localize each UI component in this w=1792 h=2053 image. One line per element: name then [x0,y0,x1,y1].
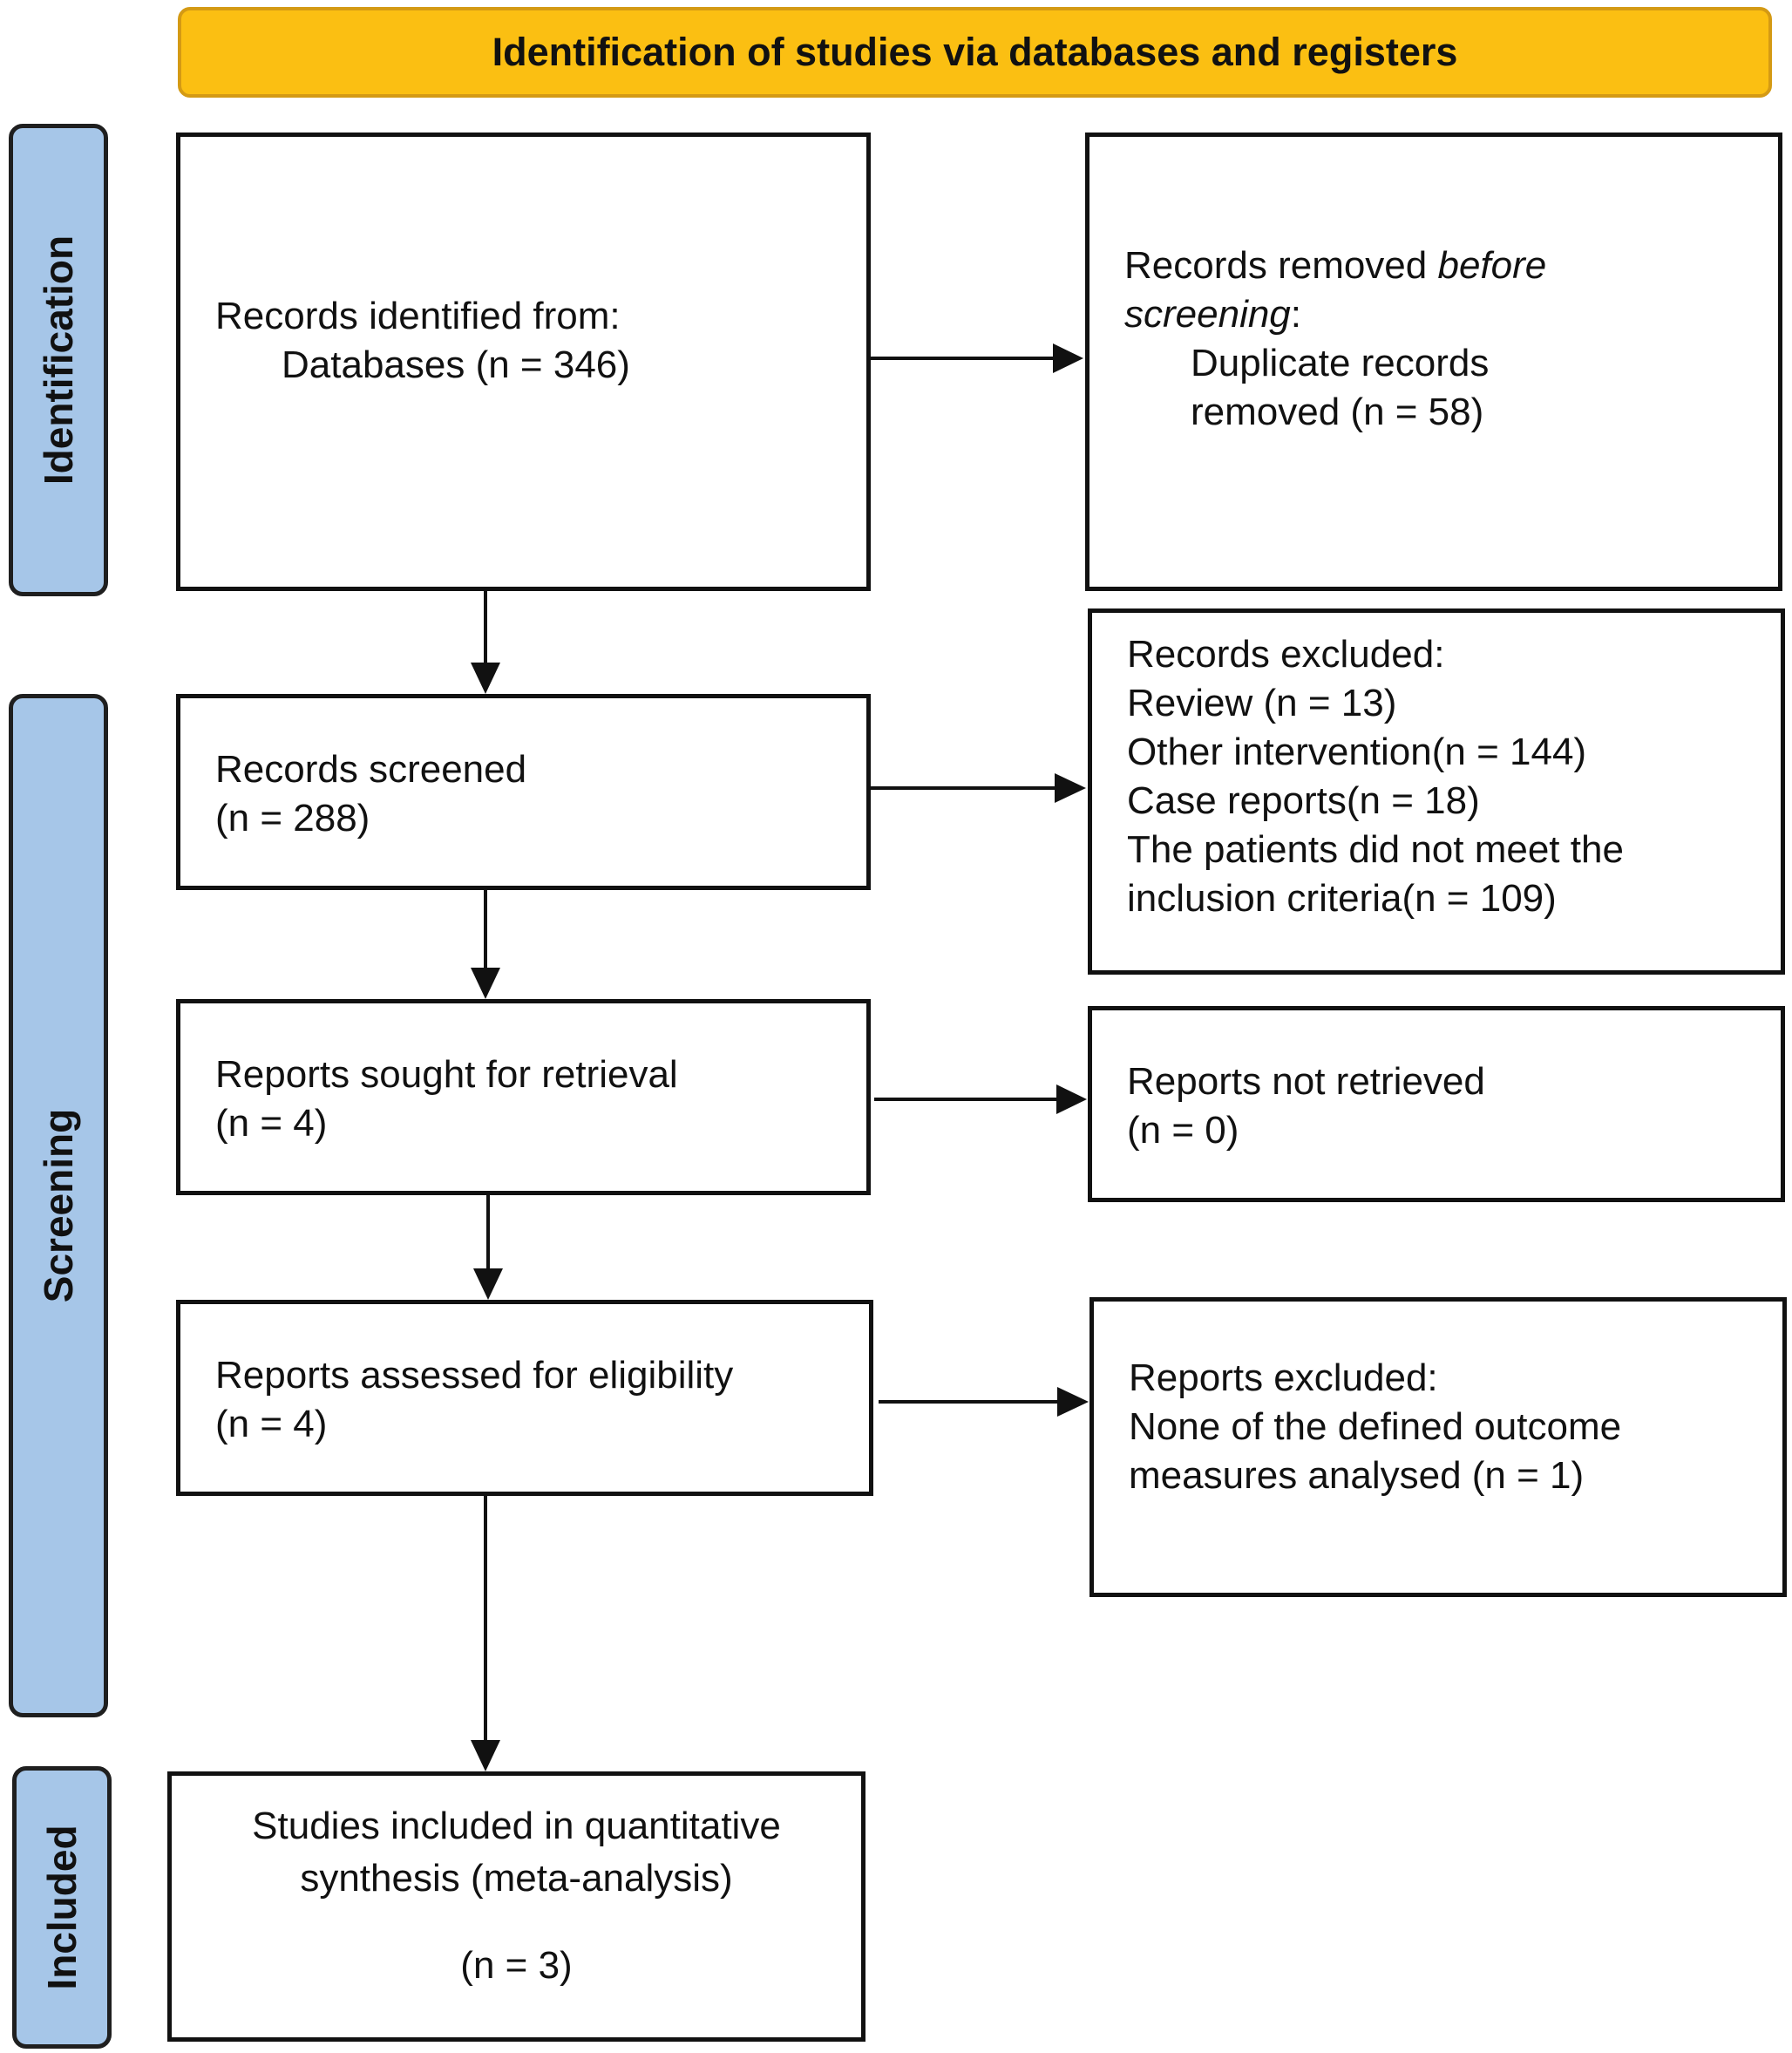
reports-sought-count: (n = 4) [215,1102,328,1145]
header-banner: Identification of studies via databases … [178,7,1772,98]
records-removed-heading: Records removed before [1124,244,1547,287]
studies-included-line1: Studies included in quantitative [252,1805,781,1847]
phase-screening: Screening [9,694,108,1717]
reports-sought-label: Reports sought for retrieval [215,1053,678,1096]
records-removed-heading-cont: screening: [1124,293,1302,336]
records-screened-count: (n = 288) [215,797,370,840]
studies-included-count: (n = 3) [460,1944,573,1987]
arrowhead-right-4 [1057,1387,1089,1417]
phase-included: Included [12,1766,112,2049]
arrowhead-down-2 [471,968,500,999]
reports-assessed-count: (n = 4) [215,1403,328,1445]
records-excluded-criteria-2: inclusion criteria(n = 109) [1127,877,1557,920]
arrowhead-right-2 [1055,773,1086,803]
reports-excluded-reason-1: None of the defined outcome [1129,1405,1622,1448]
records-excluded-case-reports: Case reports(n = 18) [1127,779,1480,822]
arrowhead-down-3 [473,1268,503,1300]
reports-excluded-reason-2: measures analysed (n = 1) [1129,1454,1585,1497]
arrowhead-right-1 [1053,343,1083,373]
header-title: Identification of studies via databases … [492,30,1458,74]
records-screened-label: Records screened [215,748,527,791]
reports-not-retrieved-box: Reports not retrieved (n = 0) [1088,1006,1785,1202]
records-excluded-box: Records excluded: Review (n = 13) Other … [1088,608,1785,975]
arrowhead-down-1 [471,663,500,694]
records-identified-databases: Databases (n = 346) [282,343,630,386]
records-excluded-review: Review (n = 13) [1127,682,1397,724]
records-removed-box: Records removed before screening: Duplic… [1085,133,1782,591]
reports-excluded-heading: Reports excluded: [1129,1356,1438,1399]
reports-assessed-box: Reports assessed for eligibility (n = 4) [176,1300,873,1496]
records-identified-box: Records identified from: Databases (n = … [176,133,871,591]
records-screened-box: Records screened (n = 288) [176,694,871,890]
records-identified-heading: Records identified from: [215,295,621,337]
reports-excluded-box: Reports excluded: None of the defined ou… [1089,1297,1787,1597]
arrowhead-right-3 [1056,1084,1087,1114]
duplicate-records-label: Duplicate records [1191,342,1490,384]
studies-included-line2: synthesis (meta-analysis) [300,1857,733,1900]
studies-included-box: Studies included in quantitative synthes… [167,1771,865,2042]
records-excluded-criteria-1: The patients did not meet the [1127,828,1624,871]
reports-not-retrieved-count: (n = 0) [1127,1109,1239,1152]
phase-identification: Identification [9,124,108,596]
records-excluded-heading: Records excluded: [1127,633,1445,676]
reports-sought-box: Reports sought for retrieval (n = 4) [176,999,871,1195]
arrowhead-down-4 [471,1740,500,1771]
records-excluded-other-intervention: Other intervention(n = 144) [1127,731,1587,773]
reports-assessed-label: Reports assessed for eligibility [215,1354,734,1397]
reports-not-retrieved-label: Reports not retrieved [1127,1060,1485,1103]
duplicate-records-count: removed (n = 58) [1191,391,1484,433]
